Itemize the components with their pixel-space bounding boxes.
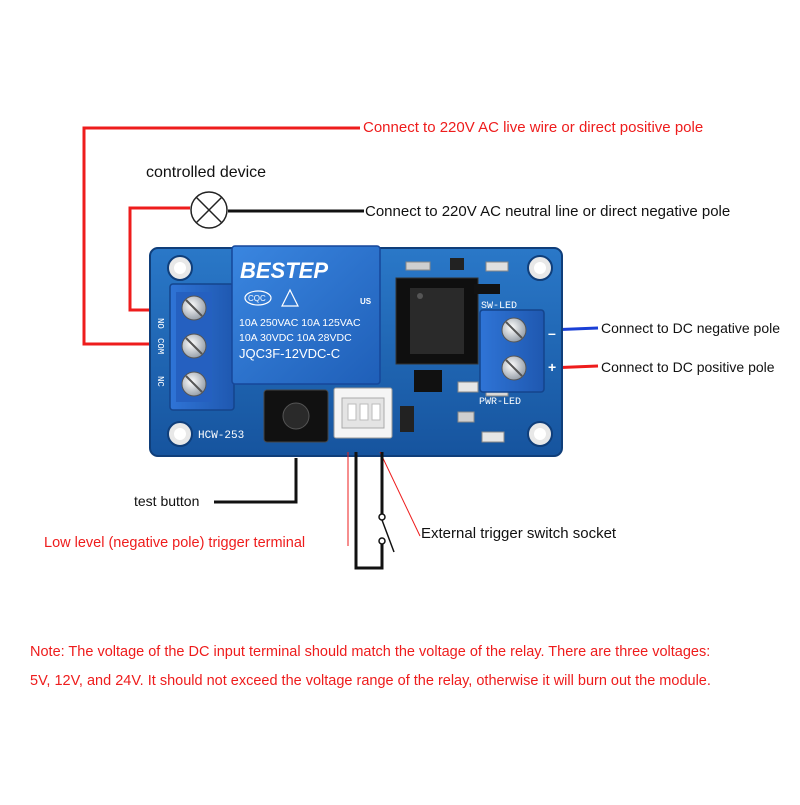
test-button-label: test button [134, 493, 200, 509]
relay-output-terminal-block [169, 283, 235, 411]
external-trigger-label: External trigger switch socket [421, 525, 617, 542]
neutral-line-label: Connect to 220V AC neutral line or direc… [365, 203, 731, 220]
relay-brand-label: BESTEP [240, 258, 328, 283]
note-line-1: Note: The voltage of the DC input termin… [30, 644, 711, 660]
pwr-led-label: PWR-LED [479, 397, 521, 408]
dc-negative-label: Connect to DC negative pole [601, 320, 780, 336]
relay-spec-line2: 10A 30VDC 10A 28VDC [239, 332, 352, 344]
dc-positive-label: Connect to DC positive pole [601, 359, 775, 375]
relay-component: BESTEP CQC US 10A 250VAC 10A 125VAC 10A … [231, 245, 381, 385]
mounting-hole-icon [167, 255, 553, 447]
lamp-icon [190, 191, 228, 229]
live-wire-label: Connect to 220V AC live wire or direct p… [363, 119, 704, 136]
controlled-device-label: controlled device [146, 164, 267, 181]
live-wire [82, 126, 360, 346]
relay-cert-left: CQC [248, 294, 266, 303]
sw-led-label: SW-LED [481, 301, 517, 312]
terminal-nc-label: NC [155, 376, 165, 387]
relay-cert-right: US [360, 297, 372, 306]
ic-chip [395, 277, 479, 365]
screw-icon [501, 317, 527, 381]
dc-plus-label: + [548, 359, 556, 375]
terminal-no-label: NO [155, 318, 165, 329]
socket-pointer [379, 451, 421, 537]
relay-model-label: JQC3F-12VDC-C [239, 346, 340, 361]
low-level-trigger-label: Low level (negative pole) trigger termin… [44, 535, 306, 551]
test-button-pointer [214, 458, 298, 504]
board-model-label: HCW-253 [198, 430, 244, 442]
screw-icon [181, 295, 207, 397]
trigger-socket-component [333, 387, 393, 439]
device-wire [128, 206, 190, 312]
voltage-note: Note: The voltage of the DC input termin… [30, 638, 790, 696]
relay-spec-line1: 10A 250VAC 10A 125VAC [239, 317, 361, 329]
test-button-component [263, 389, 329, 443]
note-line-2: 5V, 12V, and 24V. It should not exceed t… [30, 673, 711, 689]
terminal-com-label: COM [155, 338, 165, 354]
warning-triangle-icon [281, 288, 299, 307]
dc-minus-label: – [548, 325, 556, 341]
dc-input-terminal-block [479, 309, 545, 393]
external-switch-icon [354, 452, 395, 570]
